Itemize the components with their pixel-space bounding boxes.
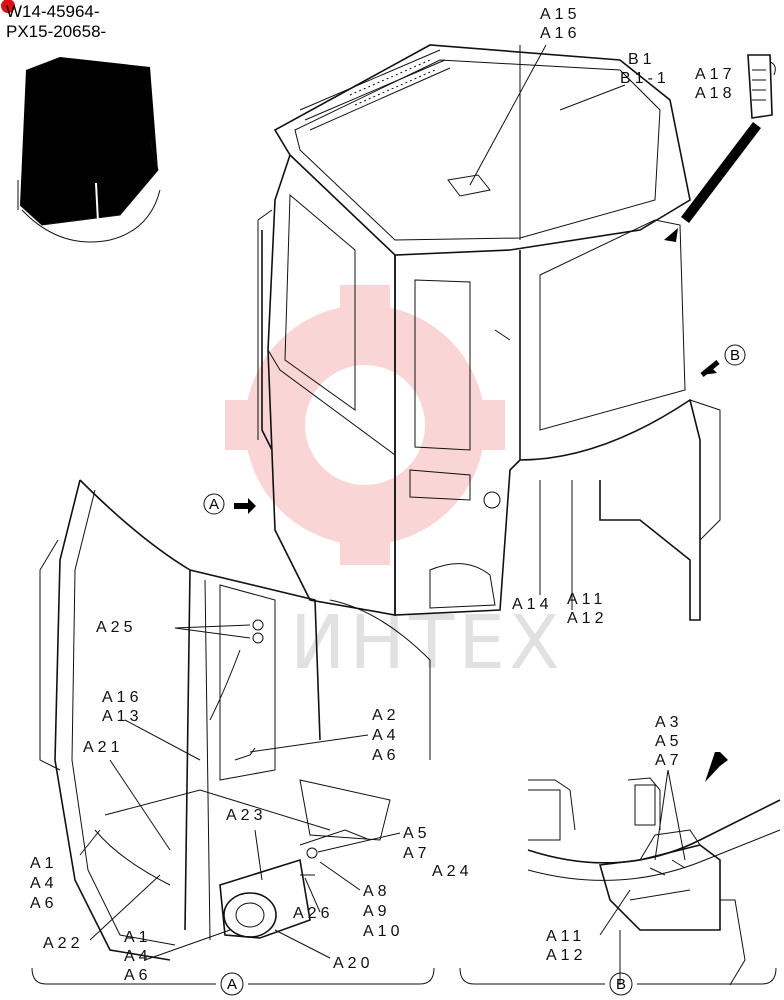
label-a5: A5 (403, 825, 431, 842)
latch-part-icon (664, 54, 776, 242)
label-a4: A4 (372, 727, 400, 744)
label-a4-bottom: A4 (124, 948, 152, 965)
section-a-label: A (227, 976, 237, 993)
detail-b-drawing (527, 752, 781, 986)
label-a3-b: A3 (655, 714, 683, 731)
view-a-circle (203, 493, 225, 515)
cab-door (394, 255, 521, 616)
label-a6-bottom: A6 (124, 967, 152, 984)
door-lower-panel (429, 563, 496, 609)
serial-number-1: W14-45964- (6, 2, 100, 21)
section-a-circle (220, 972, 244, 996)
label-a20: A20 (333, 955, 373, 972)
label-a7-b: A7 (655, 752, 683, 769)
serial-marker-icon (1, 0, 15, 13)
label-a24: A24 (432, 863, 472, 880)
label-a25: A25 (96, 619, 136, 636)
label-a14: A14 (512, 596, 552, 613)
label-a10: A10 (363, 923, 403, 940)
view-b-label: B (730, 347, 740, 364)
label-a1: A1 (30, 855, 58, 872)
arrow-view-a (234, 498, 256, 514)
front-window (539, 219, 686, 431)
view-b-circle (724, 344, 746, 366)
view-a-label: A (209, 496, 219, 513)
door-window (414, 279, 471, 451)
label-a18: A18 (695, 85, 735, 102)
label-a1-bottom: A1 (124, 929, 152, 946)
label-a11: A11 (567, 591, 606, 608)
label-a5-b: A5 (655, 733, 683, 750)
label-a15: A15 (540, 6, 580, 23)
label-a4-left: A4 (30, 875, 58, 892)
label-a12-b: A12 (546, 947, 586, 964)
roof-label (447, 174, 491, 197)
section-b-circle (609, 972, 633, 996)
label-a9: A9 (363, 903, 391, 920)
cab-main-drawing (257, 44, 721, 621)
label-a22: A22 (43, 935, 83, 952)
label-b1-1: B1-1 (620, 70, 670, 87)
label-a21: A21 (83, 739, 123, 756)
section-b-label: B (616, 976, 626, 993)
serial-number-2: PX15-20658- (6, 22, 106, 41)
label-a17: A17 (695, 66, 735, 83)
label-a7: A7 (403, 845, 431, 862)
label-a16-detail: A16 (102, 689, 142, 706)
label-a6: A6 (372, 747, 400, 764)
label-a2: A2 (372, 707, 400, 724)
label-a11-b: A11 (546, 928, 585, 945)
door-handle-icon (483, 491, 501, 509)
label-b1: B1 (628, 51, 656, 68)
left-window (284, 193, 356, 411)
label-a6-left: A6 (30, 895, 58, 912)
cab-thumbnail-icon (17, 57, 161, 243)
watermark-logo (225, 285, 505, 565)
label-a26: A26 (293, 905, 333, 922)
label-a12: A12 (567, 610, 607, 627)
label-a8: A8 (363, 883, 391, 900)
label-a13: A13 (102, 708, 142, 725)
section-a-bracket: A (31, 967, 435, 996)
arrow-view-b (700, 360, 720, 377)
label-a23: A23 (226, 807, 266, 824)
roof-vent (299, 49, 451, 131)
section-b-bracket: B (459, 967, 777, 996)
label-a16: A16 (540, 25, 580, 42)
